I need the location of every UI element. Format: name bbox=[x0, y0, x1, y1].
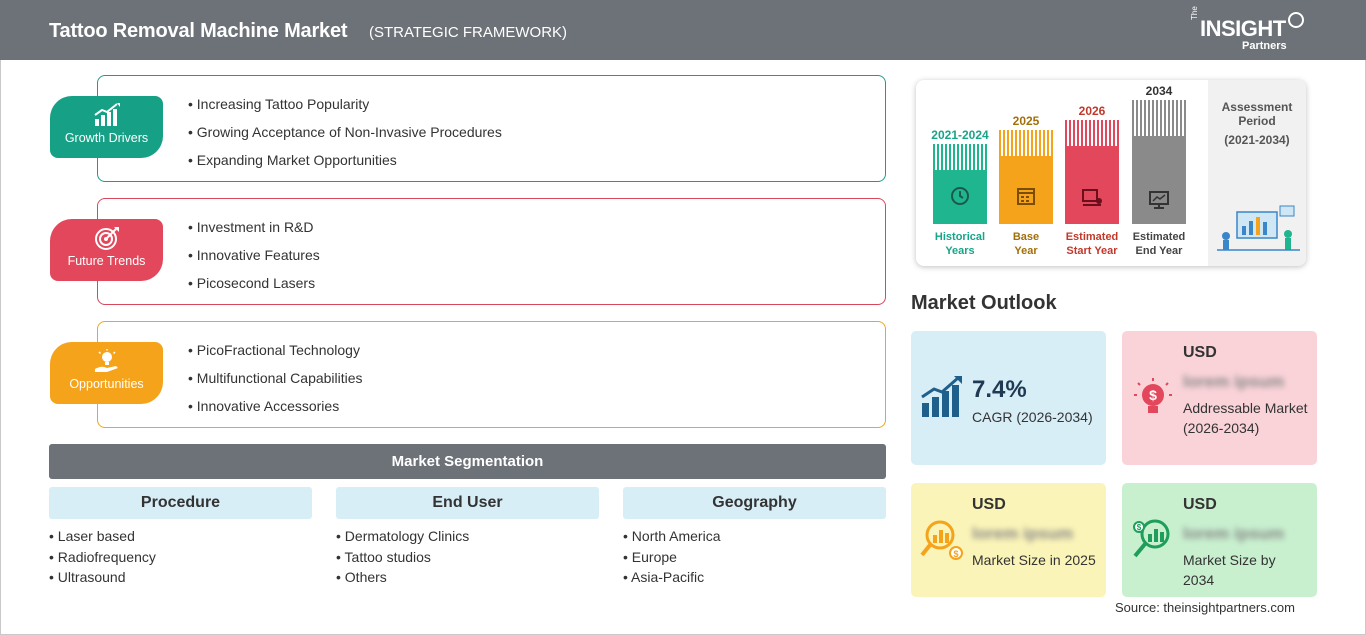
market-outlook-title: Market Outlook bbox=[911, 292, 1057, 314]
addressable-label: Addressable Market (2026-2034) bbox=[1183, 400, 1308, 436]
market-size-2034-label: Market Size by 2034 bbox=[1183, 552, 1276, 588]
opportunities-badge: Opportunities bbox=[50, 342, 163, 404]
logo-partners: Partners bbox=[1242, 40, 1287, 52]
future-trend-item: Investment in R&D bbox=[188, 218, 320, 246]
page-title: Tattoo Removal Machine Market bbox=[49, 20, 348, 42]
timeline-year: 2034 bbox=[1145, 84, 1173, 98]
growth-driver-item: Expanding Market Opportunities bbox=[188, 151, 502, 179]
cagr-value: 7.4% bbox=[972, 376, 1027, 403]
segment-item: Others bbox=[336, 567, 599, 588]
logo-ring-icon bbox=[1288, 12, 1304, 28]
segment-heading: End User bbox=[336, 487, 599, 519]
growth-drivers-box: Increasing Tattoo Popularity Growing Acc… bbox=[97, 75, 886, 182]
timeline-stripes bbox=[1065, 120, 1119, 146]
segment-item: Asia-Pacific bbox=[623, 567, 886, 588]
segment-item: Ultrasound bbox=[49, 567, 312, 588]
future-trend-item: Innovative Features bbox=[188, 246, 320, 274]
header-bar: Tattoo Removal Machine Market (STRATEGIC… bbox=[0, 0, 1366, 60]
timeline-solid bbox=[933, 170, 987, 224]
segment-heading: Geography bbox=[623, 487, 886, 519]
assessment-range: (2021-2034) bbox=[1224, 133, 1290, 147]
segment-item: Radiofrequency bbox=[49, 547, 312, 568]
growth-driver-item: Increasing Tattoo Popularity bbox=[188, 95, 502, 123]
timeline-solid bbox=[999, 156, 1053, 224]
market-size-2034-card: $ USD lorem ipsum Market Size by 2034 bbox=[1122, 483, 1317, 597]
timeline-solid bbox=[1132, 136, 1186, 224]
svg-text:$: $ bbox=[1137, 523, 1142, 532]
growth-driver-item: Growing Acceptance of Non-Invasive Proce… bbox=[188, 123, 502, 151]
market-size-2025-value-blurred: lorem ipsum bbox=[972, 524, 1074, 543]
calendar-icon bbox=[1017, 188, 1035, 205]
segment-procedure: Procedure Laser based Radiofrequency Ult… bbox=[49, 487, 312, 588]
growth-drivers-badge: Growth Drivers bbox=[50, 96, 163, 158]
market-size-2025-usd: USD bbox=[972, 496, 1006, 513]
segment-item: Laser based bbox=[49, 526, 312, 547]
segment-geography: Geography North America Europe Asia-Paci… bbox=[623, 487, 886, 588]
future-trend-item: Picosecond Lasers bbox=[188, 274, 320, 302]
magnifier-chart-icon: $ bbox=[1133, 519, 1170, 558]
svg-text:$: $ bbox=[953, 549, 958, 559]
future-trends-badge: Future Trends bbox=[50, 219, 163, 281]
presentation-icon bbox=[1082, 189, 1102, 206]
opportunity-item: Innovative Accessories bbox=[188, 397, 363, 425]
analytics-illustration-icon bbox=[1217, 205, 1300, 251]
insight-partners-logo[interactable]: The INSIGHT Partners bbox=[1190, 6, 1310, 54]
segment-item: North America bbox=[623, 526, 886, 547]
addressable-market-card: $ USD lorem ipsum Addressable Market (20… bbox=[1122, 331, 1317, 465]
addressable-value-blurred: lorem ipsum bbox=[1183, 372, 1285, 391]
segment-item: Tattoo studios bbox=[336, 547, 599, 568]
monitor-icon bbox=[1149, 191, 1169, 209]
segment-heading: Procedure bbox=[49, 487, 312, 519]
market-size-2034-usd: USD bbox=[1183, 496, 1217, 513]
future-trends-box: Investment in R&D Innovative Features Pi… bbox=[97, 198, 886, 305]
addressable-usd: USD bbox=[1183, 344, 1217, 361]
market-size-2025-label: Market Size in 2025 bbox=[972, 552, 1096, 568]
segment-end-user: End User Dermatology Clinics Tattoo stud… bbox=[336, 487, 599, 588]
growth-drivers-label: Growth Drivers bbox=[64, 131, 149, 145]
target-icon bbox=[94, 227, 119, 250]
cagr-card: 7.4% CAGR (2026-2034) bbox=[911, 331, 1106, 465]
timeline-solid bbox=[1065, 146, 1119, 224]
magnifier-chart-icon: $ bbox=[920, 520, 963, 560]
opportunity-item: Multifunctional Capabilities bbox=[188, 369, 363, 397]
source-credit: Source: theinsightpartners.com bbox=[1115, 600, 1295, 615]
lightbulb-hand-icon bbox=[94, 349, 118, 372]
assessment-label: Assessment Period bbox=[1221, 100, 1293, 128]
market-size-2025-card: $ USD lorem ipsum Market Size in 2025 bbox=[911, 483, 1106, 597]
timeline-year: 2021-2024 bbox=[931, 128, 989, 142]
history-icon bbox=[951, 187, 969, 205]
growth-chart-icon bbox=[921, 376, 962, 417]
opportunities-label: Opportunities bbox=[69, 377, 144, 391]
timeline-stripes bbox=[1132, 100, 1186, 136]
market-segmentation-bar: Market Segmentation bbox=[49, 444, 886, 479]
timeline-year: 2026 bbox=[1078, 104, 1106, 118]
opportunities-box: PicoFractional Technology Multifunctiona… bbox=[97, 321, 886, 428]
growth-chart-icon bbox=[93, 103, 120, 126]
lightbulb-dollar-icon: $ bbox=[1134, 378, 1172, 413]
logo-the: The bbox=[1190, 6, 1199, 20]
page-subtitle: (STRATEGIC FRAMEWORK) bbox=[369, 24, 568, 41]
segment-item: Dermatology Clinics bbox=[336, 526, 599, 547]
timeline-year: 2025 bbox=[1012, 114, 1040, 128]
segment-item: Europe bbox=[623, 547, 886, 568]
assessment-period-panel: Assessment Period (2021-2034) bbox=[1208, 80, 1306, 266]
timeline-stripes bbox=[999, 130, 1053, 156]
market-size-2034-value-blurred: lorem ipsum bbox=[1183, 524, 1285, 543]
svg-text:$: $ bbox=[1149, 387, 1157, 403]
timeline-stripes bbox=[933, 144, 987, 170]
logo-insight: INSIGHT bbox=[1200, 16, 1286, 41]
future-trends-label: Future Trends bbox=[67, 254, 146, 268]
opportunity-item: PicoFractional Technology bbox=[188, 341, 363, 369]
cagr-label: CAGR (2026-2034) bbox=[972, 409, 1093, 425]
